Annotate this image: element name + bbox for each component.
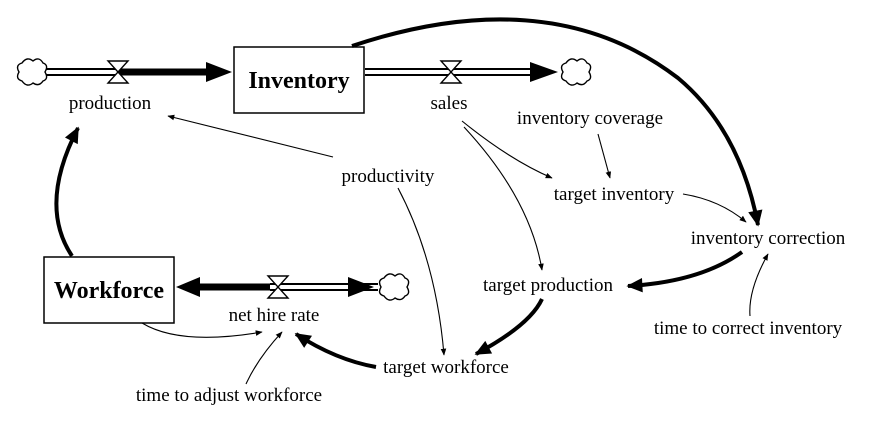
sales-valve-icon bbox=[439, 60, 463, 84]
net-hire-rate-cloud-icon bbox=[378, 273, 410, 301]
link-time-to-adjust-to-net-hire-rate bbox=[245, 331, 283, 385]
production-valve-icon bbox=[106, 60, 130, 84]
link-inventory-to-inventory-correction bbox=[351, 17, 763, 227]
source-cloud-icon bbox=[16, 58, 48, 86]
net-hire-rate-flow-pipe bbox=[176, 277, 378, 297]
target-inventory-label: target inventory bbox=[554, 184, 675, 205]
link-sales-to-target-production bbox=[463, 126, 544, 271]
sales-label: sales bbox=[431, 93, 468, 114]
net-hire-rate-label: net hire rate bbox=[229, 305, 320, 326]
target-production-label: target production bbox=[483, 275, 613, 296]
link-target-production-to-target-workforce bbox=[474, 298, 544, 356]
inventory-stock-label: Inventory bbox=[248, 68, 349, 94]
production-flow-pipe bbox=[40, 62, 232, 82]
workforce-stock-label: Workforce bbox=[54, 278, 165, 304]
link-sales-to-target-inventory bbox=[461, 120, 553, 179]
sales-sink-cloud-icon bbox=[560, 58, 592, 86]
time-to-correct-inventory-label: time to correct inventory bbox=[654, 318, 843, 339]
inventory-coverage-label: inventory coverage bbox=[517, 108, 663, 129]
link-target-inventory-to-inventory-correction bbox=[682, 193, 747, 223]
link-time-to-correct-to-inventory-correction bbox=[749, 253, 769, 317]
link-productivity-to-target-workforce bbox=[397, 187, 447, 356]
link-target-workforce-to-net-hire-rate bbox=[294, 332, 377, 369]
link-inventory-coverage-to-target-inventory bbox=[597, 133, 612, 179]
time-to-adjust-workforce-label: time to adjust workforce bbox=[136, 385, 322, 406]
link-inventory-correction-to-target-production bbox=[626, 250, 744, 293]
link-workforce-to-production bbox=[54, 126, 80, 258]
link-workforce-to-net-hire-rate bbox=[141, 322, 263, 338]
inventory-correction-label: inventory correction bbox=[691, 228, 846, 249]
target-workforce-label: target workforce bbox=[383, 357, 509, 378]
sales-flow-pipe bbox=[365, 62, 558, 82]
workforce-stock-box bbox=[43, 256, 175, 324]
net-hire-rate-valve-icon bbox=[266, 275, 290, 299]
productivity-label: productivity bbox=[342, 166, 435, 187]
production-label: production bbox=[69, 93, 152, 114]
link-productivity-to-production bbox=[167, 114, 334, 158]
inventory-stock-box bbox=[233, 46, 365, 114]
